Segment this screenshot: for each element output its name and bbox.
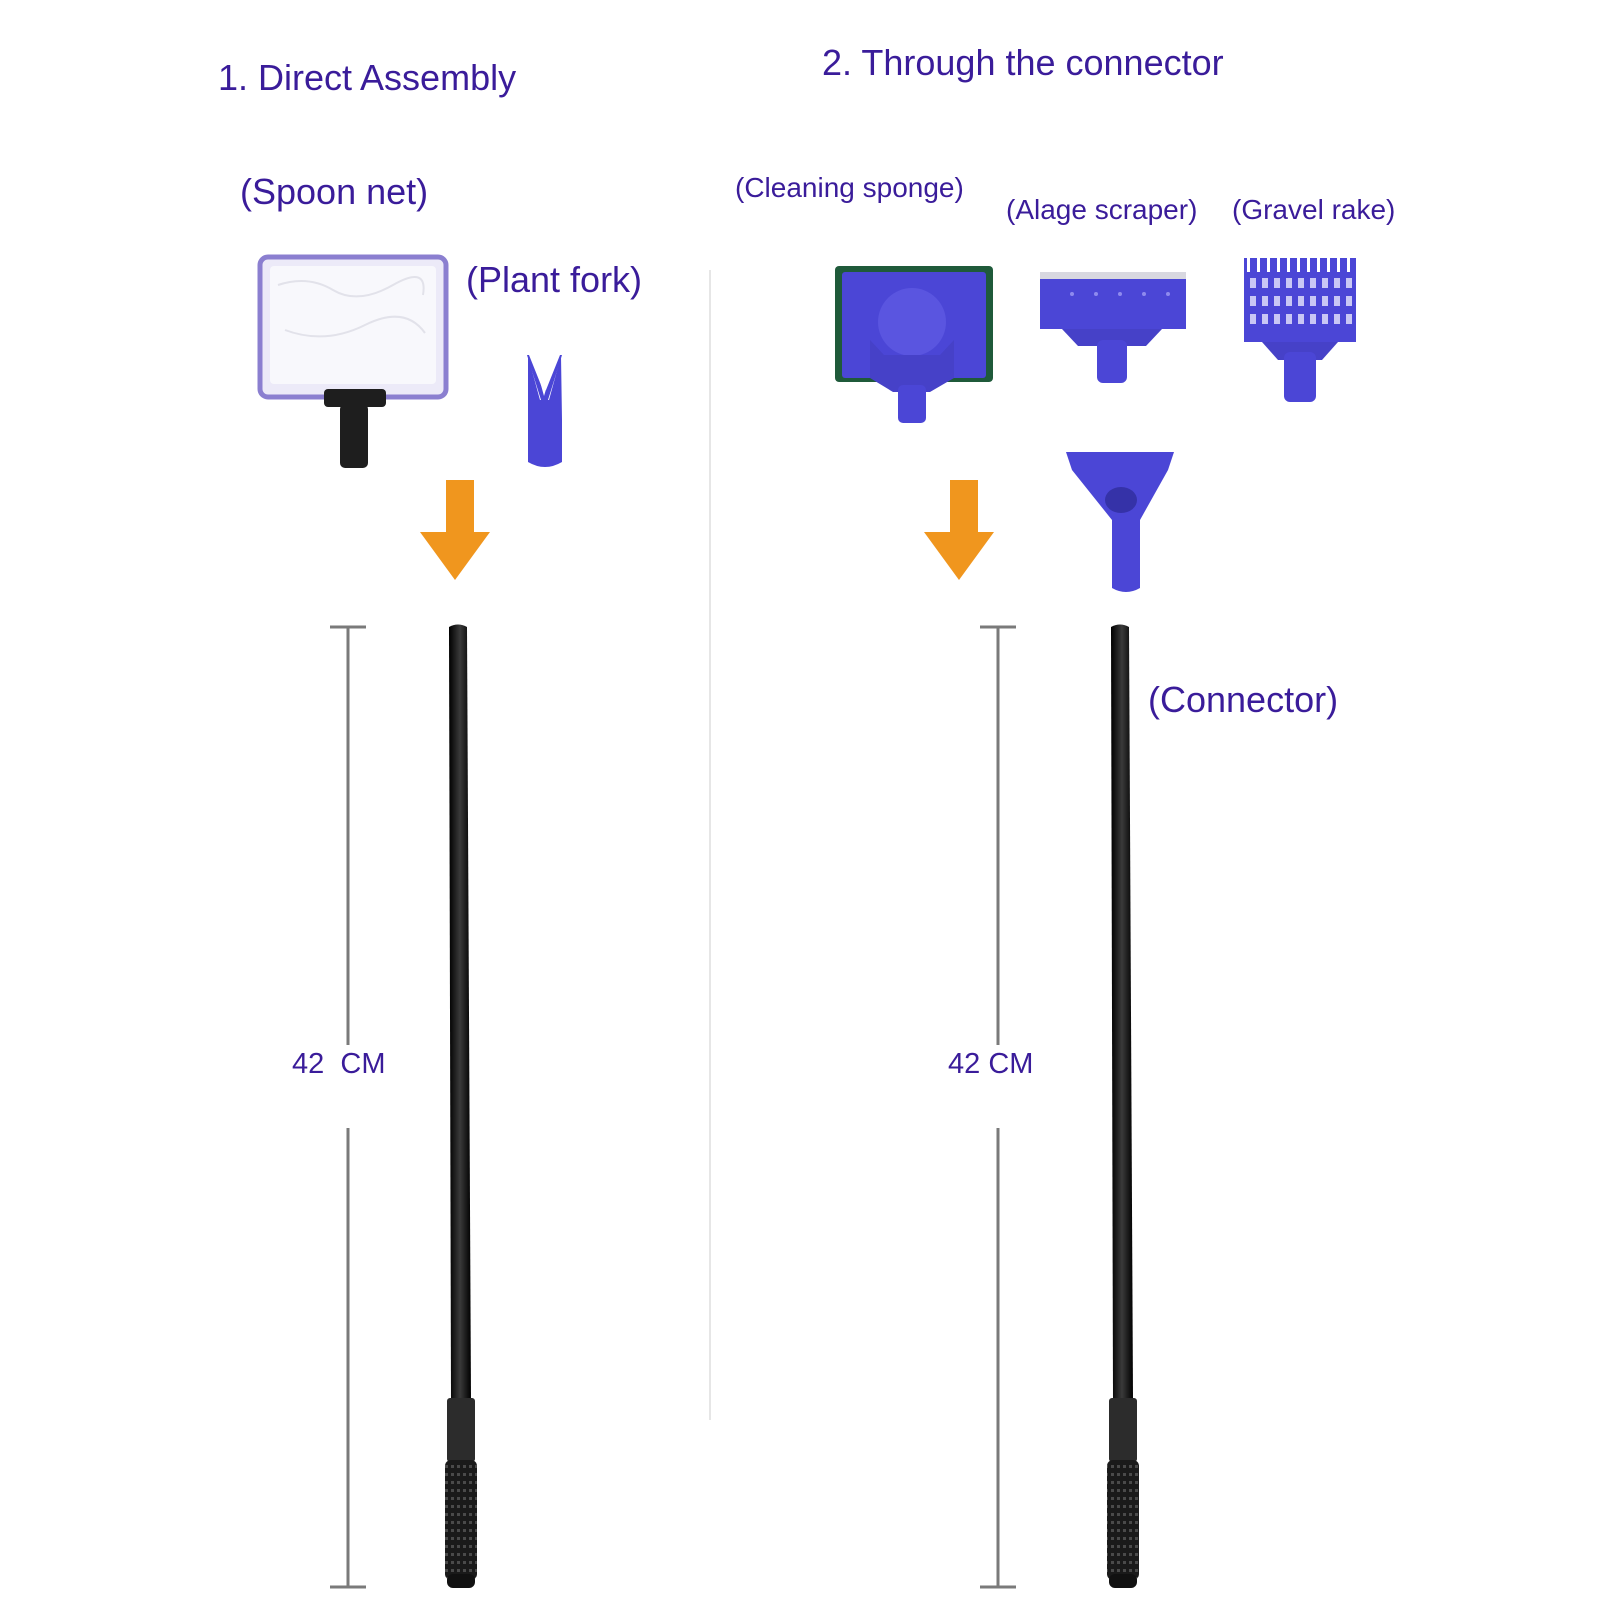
handle-pole-icon	[1107, 624, 1139, 1588]
left-length-measurement: 42 CM	[292, 1048, 386, 1080]
plant-fork-icon	[527, 355, 562, 467]
section-2-heading: 2. Through the connector	[822, 42, 1224, 83]
spoon-net-icon	[257, 254, 449, 468]
cleaning-sponge-icon	[835, 266, 993, 423]
algae-scraper-label: (Alage scraper)	[1006, 194, 1198, 225]
right-length-measurement: 42 CM	[948, 1048, 1034, 1080]
down-arrow-icon	[924, 480, 994, 580]
connector-icon	[1066, 452, 1174, 592]
algae-scraper-icon	[1040, 272, 1186, 383]
handle-pole-icon	[445, 624, 477, 1588]
connector-label: (Connector)	[1148, 679, 1339, 720]
left-measure-line	[330, 625, 366, 1589]
spoon-net-label: (Spoon net)	[240, 171, 429, 212]
section-1-heading: 1. Direct Assembly	[218, 57, 517, 98]
right-measure-line	[980, 625, 1016, 1589]
down-arrow-icon	[420, 480, 490, 580]
gravel-rake-label: (Gravel rake)	[1232, 194, 1396, 225]
gravel-rake-icon	[1244, 256, 1356, 402]
plant-fork-label: (Plant fork)	[466, 259, 643, 300]
cleaning-sponge-label: (Cleaning sponge)	[735, 172, 964, 203]
